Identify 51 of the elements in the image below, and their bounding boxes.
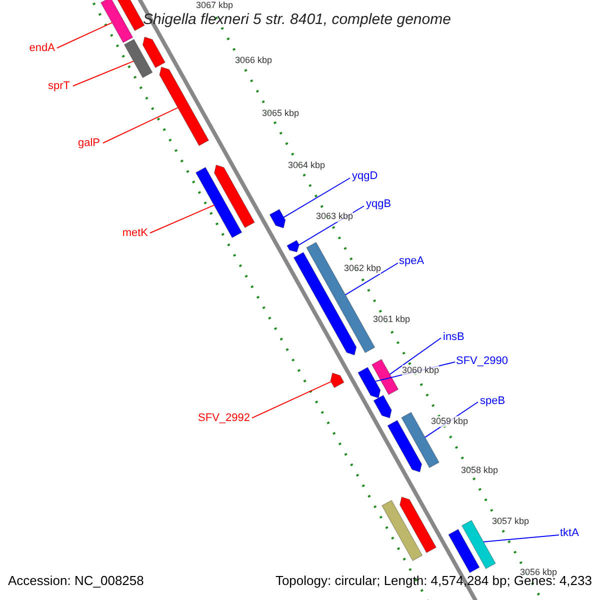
leader-line bbox=[150, 204, 214, 234]
scale-label: 3064 kbp bbox=[288, 160, 326, 171]
leader-line bbox=[56, 22, 112, 48]
gene-feature bbox=[373, 394, 392, 419]
gene-label: galP bbox=[78, 137, 100, 150]
gene-label: metK bbox=[122, 227, 148, 240]
gene-feature bbox=[357, 366, 381, 399]
leader-line bbox=[72, 60, 134, 86]
scale-label: 3059 kbp bbox=[431, 416, 468, 427]
leader-line bbox=[283, 178, 350, 218]
gene-label: speB bbox=[480, 395, 506, 408]
gene-label: SFV_2990 bbox=[456, 355, 508, 368]
scale-label: 3060 kbp bbox=[402, 365, 440, 376]
gene-feature bbox=[159, 66, 210, 146]
gene-feature bbox=[214, 164, 256, 228]
leader-line bbox=[482, 534, 560, 542]
gene-feature bbox=[399, 496, 437, 554]
scale-label: 3057 kbp bbox=[492, 516, 530, 527]
gene-label: endA bbox=[29, 42, 55, 55]
scale-label: 3063 kbp bbox=[316, 211, 354, 222]
gene-label: speA bbox=[399, 255, 424, 268]
scale-label: 3066 kbp bbox=[235, 55, 272, 66]
gene-label: yqgB bbox=[366, 198, 392, 211]
gene-feature bbox=[381, 500, 423, 562]
scale-label: 3058 kbp bbox=[461, 465, 498, 476]
gene-feature bbox=[116, 0, 145, 32]
gene-label: yqgD bbox=[352, 170, 378, 183]
gene-feature bbox=[286, 240, 300, 252]
title: Shigella flexneri 5 str. 8401, complete genome bbox=[142, 11, 452, 29]
scale-label: 3062 kbp bbox=[344, 263, 382, 274]
gene-feature bbox=[100, 0, 134, 44]
gene-feature bbox=[269, 208, 286, 229]
leader-line bbox=[102, 107, 178, 144]
gene-feature bbox=[124, 38, 153, 78]
gene-feature bbox=[371, 358, 399, 396]
gene-feature bbox=[195, 166, 242, 238]
gene-feature bbox=[448, 528, 480, 574]
scale-label: 3067 kbp bbox=[196, 0, 234, 11]
accession-text: Accession: NC_008258 bbox=[8, 574, 144, 587]
gene-label: SFV_2992 bbox=[198, 412, 250, 425]
gene-label: insB bbox=[443, 331, 464, 344]
scale-label: 3065 kbp bbox=[262, 108, 300, 119]
gene-feature bbox=[330, 372, 344, 388]
leader-line bbox=[252, 381, 332, 418]
gene-feature bbox=[387, 420, 422, 473]
scale-label: 3061 kbp bbox=[373, 314, 410, 325]
leader-line bbox=[389, 338, 442, 375]
gene-label: tktA bbox=[560, 527, 579, 540]
gene-label: sprT bbox=[48, 80, 70, 93]
leader-line bbox=[344, 262, 398, 296]
gene-feature bbox=[142, 36, 166, 68]
